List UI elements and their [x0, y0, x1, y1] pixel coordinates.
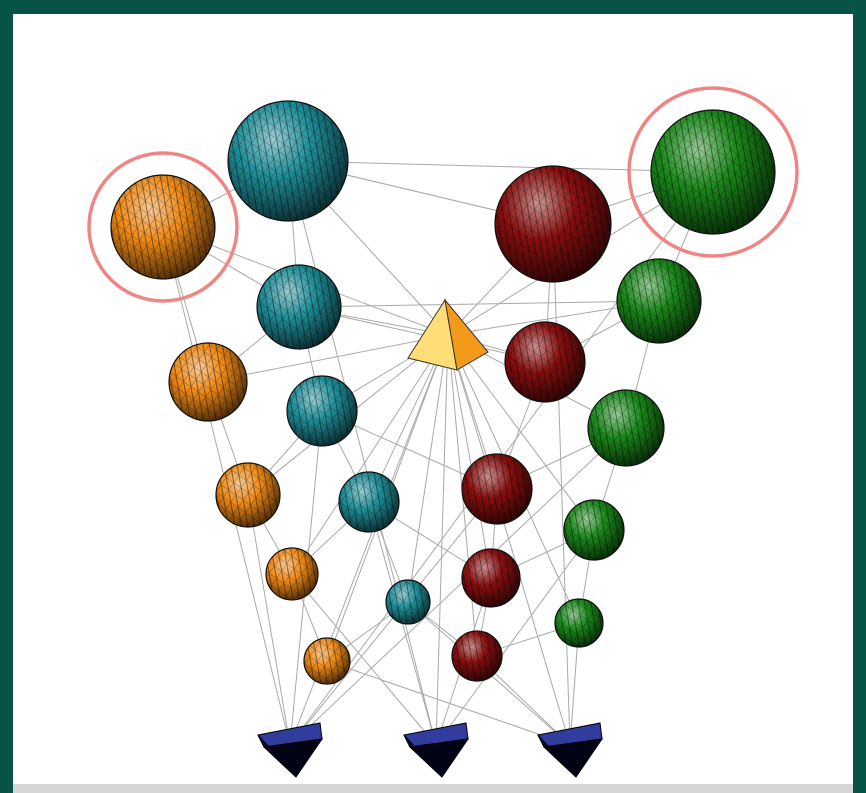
- red-node[interactable]: [494, 165, 612, 283]
- green-node[interactable]: [563, 499, 625, 561]
- edge: [291, 334, 449, 575]
- edge: [552, 223, 571, 746]
- teal-node[interactable]: [227, 100, 349, 222]
- edge: [435, 529, 595, 746]
- orange-node[interactable]: [110, 174, 216, 280]
- teal-node[interactable]: [256, 264, 342, 350]
- red-node[interactable]: [461, 548, 521, 608]
- edge: [435, 334, 449, 746]
- orange-node[interactable]: [303, 637, 351, 685]
- edge: [289, 427, 627, 746]
- green-node[interactable]: [616, 258, 702, 344]
- edge: [447, 334, 492, 579]
- teal-node[interactable]: [286, 375, 358, 447]
- edge: [298, 300, 660, 308]
- edge: [407, 334, 449, 603]
- edge: [447, 334, 571, 746]
- teal-node[interactable]: [385, 579, 431, 625]
- edge: [291, 573, 437, 746]
- edge: [207, 334, 449, 383]
- base-pyramid[interactable]: [257, 722, 324, 778]
- green-node[interactable]: [650, 109, 776, 235]
- orange-node[interactable]: [265, 547, 319, 601]
- base-pyramid[interactable]: [537, 722, 604, 778]
- red-node[interactable]: [504, 321, 586, 403]
- node-layer: [110, 100, 776, 778]
- highlight-ring: [627, 86, 799, 258]
- green-node[interactable]: [587, 389, 665, 467]
- highlight-ring: [87, 151, 239, 303]
- orange-node[interactable]: [215, 462, 281, 528]
- red-node[interactable]: [461, 453, 533, 525]
- teal-node[interactable]: [338, 471, 400, 533]
- hub-pyramid[interactable]: [407, 298, 489, 371]
- edge: [287, 160, 714, 173]
- edge: [287, 160, 437, 746]
- edge: [247, 494, 291, 746]
- green-node[interactable]: [554, 598, 604, 648]
- highlight-layer: [87, 86, 799, 303]
- base-pyramid[interactable]: [403, 722, 470, 778]
- edge: [326, 660, 571, 746]
- orange-node[interactable]: [168, 342, 248, 422]
- bottom-strip: [13, 784, 853, 793]
- red-node[interactable]: [451, 630, 503, 682]
